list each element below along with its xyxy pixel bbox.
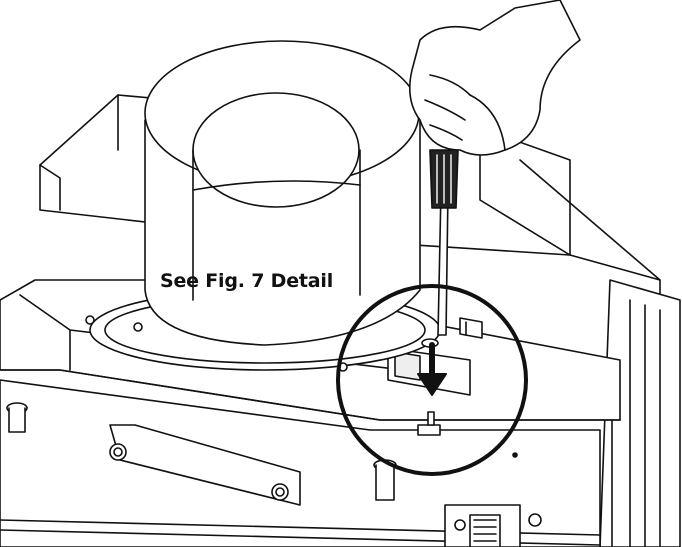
screwdriver-icon [429, 149, 459, 336]
terminal-block [444, 504, 542, 547]
detail-circle-icon [336, 284, 528, 476]
bolt-head [109, 443, 127, 461]
latch [417, 411, 441, 436]
detail-callout-label: See Fig. 7 Detail [160, 270, 334, 292]
drain-hole [512, 452, 518, 458]
cover-plate [109, 424, 301, 506]
bolt-head [271, 483, 289, 501]
down-arrow-icon [417, 342, 447, 396]
hand-icon [409, 0, 581, 156]
vent-pipe [144, 40, 421, 346]
right-side-wall [599, 279, 681, 547]
retaining-clip [459, 317, 483, 339]
standoff-bolts [6, 402, 397, 501]
